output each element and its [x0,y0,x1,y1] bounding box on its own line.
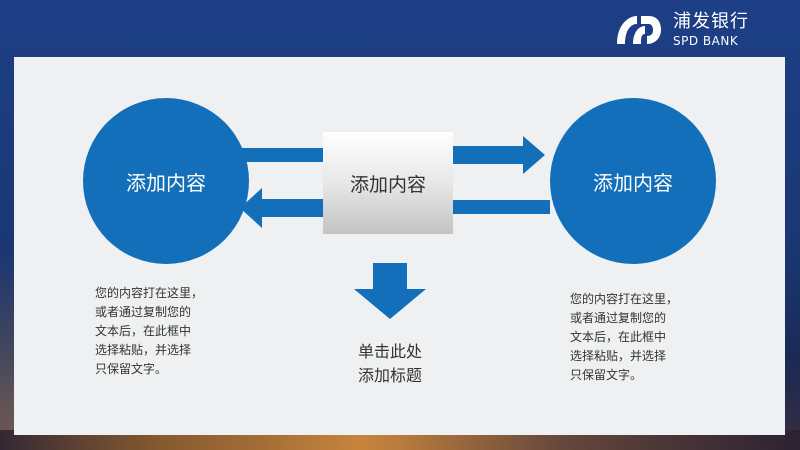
background-city-lights [0,430,800,450]
left-circle-label: 添加内容 [126,170,206,195]
arrow-right-icon [453,136,545,174]
arrow-down-icon [354,263,426,319]
title-placeholder[interactable]: 单击此处 添加标题 [357,342,422,385]
arrow-right-left-icon [240,148,325,162]
arrow-left-icon [240,188,325,228]
right-circle-label: 添加内容 [593,170,673,195]
spd-logo-icon [617,16,661,44]
logo-name-en: SPD BANK [673,34,739,48]
center-box-label: 添加内容 [349,173,426,196]
arrow-right-bottom-icon [453,200,550,214]
left-circle[interactable]: 添加内容 [83,98,249,264]
right-circle[interactable]: 添加内容 [550,98,716,264]
left-description: 您的内容打在这里， 或者通过复制您的 文本后，在此框中 选择粘贴，并选择 只保留… [95,286,204,376]
right-description: 您的内容打在这里， 或者通过复制您的 文本后，在此框中 选择粘贴，并选择 只保留… [570,292,679,382]
spd-bank-logo: 浦发银行 SPD BANK [613,10,778,50]
center-box[interactable]: 添加内容 [323,132,453,234]
logo-name-cn: 浦发银行 [673,11,749,32]
